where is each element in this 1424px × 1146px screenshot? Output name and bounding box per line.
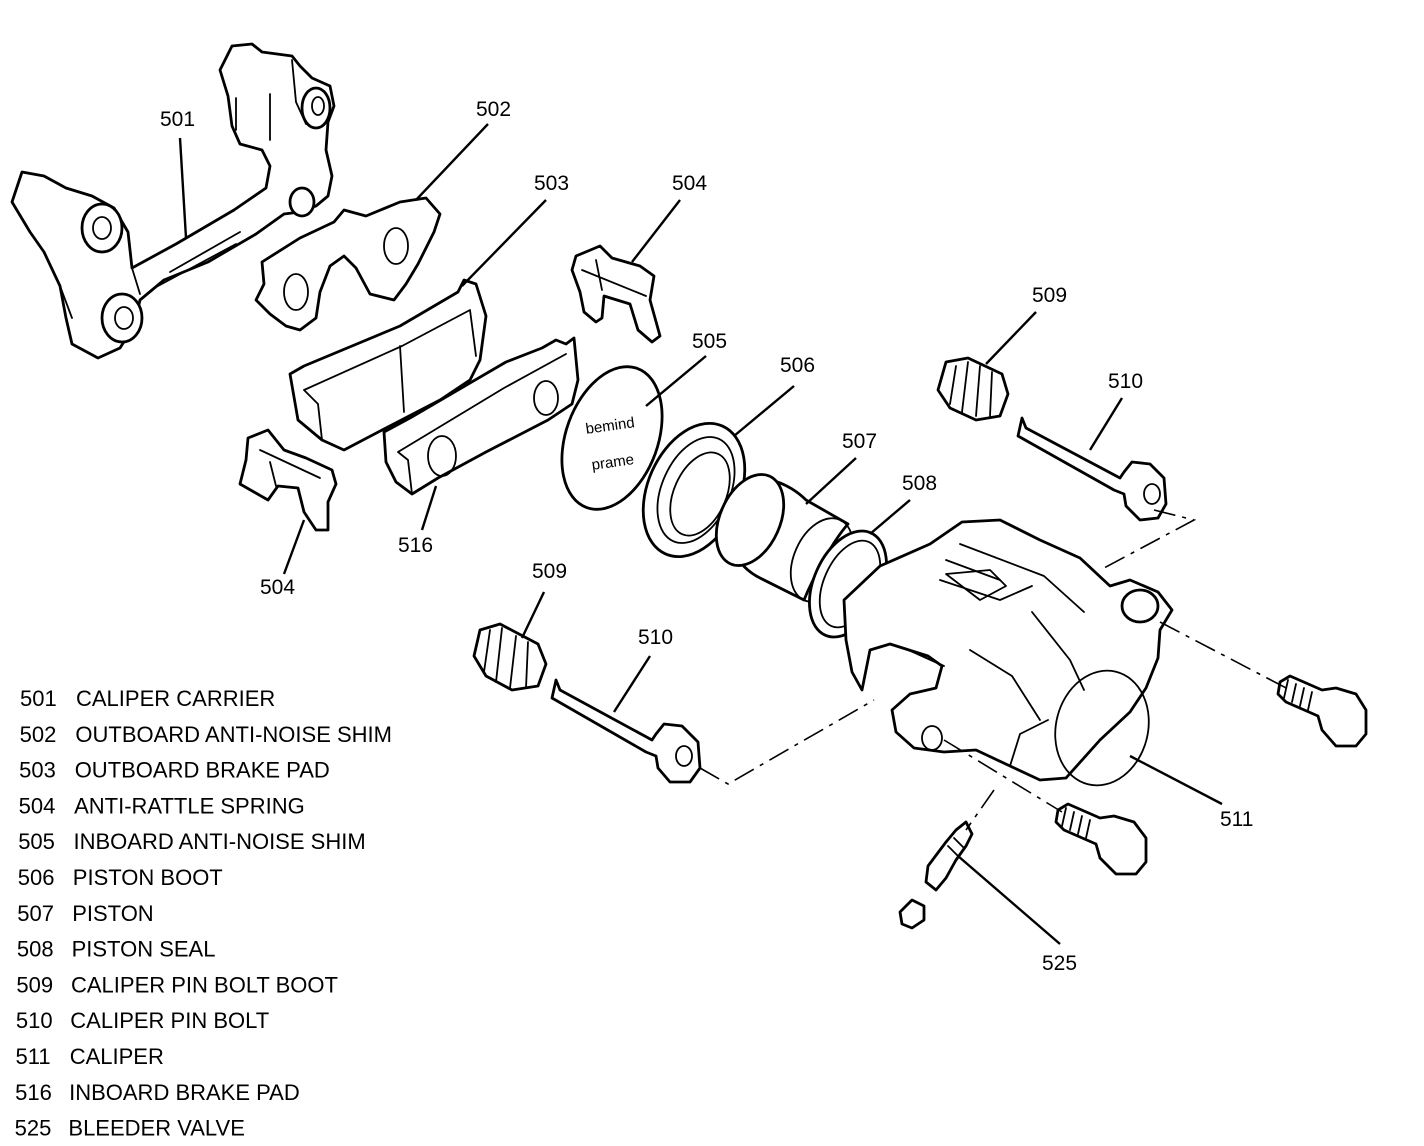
legend-number: 501 (20, 686, 57, 711)
callout-510-lower: 510 (638, 626, 673, 649)
legend-part-name: PISTON BOOT (73, 865, 223, 890)
caliper-part (842, 518, 1174, 787)
leader-line (957, 855, 1061, 945)
legend-part-name: CALIPER PIN BOLT (70, 1008, 269, 1033)
leader-line (1088, 397, 1124, 451)
outboard-brake-pad-part (288, 278, 488, 452)
callout-503: 503 (534, 172, 569, 195)
legend-part-name: CALIPER (70, 1044, 164, 1069)
leader-line (415, 123, 489, 201)
centerline-bleeder (965, 789, 995, 831)
leader-line (733, 385, 795, 437)
callout-504-upper: 504 (672, 172, 707, 195)
callout-510-upper: 510 (1108, 370, 1143, 393)
leader-line (1129, 754, 1223, 806)
callout-508: 508 (902, 472, 937, 495)
legend-part-name: CALIPER PIN BOLT BOOT (71, 972, 338, 997)
legend-number: 525 (15, 1116, 52, 1141)
caliper-carrier-part (10, 42, 336, 360)
shim-text-bottom: prame (591, 451, 635, 474)
bleeder-valve-part (898, 820, 974, 930)
legend-number: 510 (16, 1008, 53, 1033)
callout-501: 501 (160, 108, 195, 131)
inboard-anti-noise-shim-part: bemind prame (560, 365, 664, 511)
leader-line (461, 199, 547, 287)
callout-516: 516 (398, 534, 433, 557)
legend-part-name: PISTON (72, 901, 154, 926)
callout-511: 511 (1220, 808, 1253, 831)
legend-number: 516 (15, 1080, 52, 1105)
legend-number: 504 (19, 793, 56, 818)
callout-506: 506 (780, 354, 815, 377)
leader-line (178, 137, 188, 239)
mounting-bolt-upper-part (1276, 674, 1368, 748)
leader-line (869, 499, 911, 535)
legend-number: 509 (16, 972, 53, 997)
legend-number: 511 (16, 1044, 51, 1069)
leader-line (420, 485, 438, 531)
legend-number: 508 (17, 937, 54, 962)
callout-502: 502 (476, 98, 511, 121)
legend-part-name: OUTBOARD ANTI-NOISE SHIM (75, 722, 392, 747)
caliper-pin-bolt-boot-upper-part (936, 356, 1010, 422)
leader-line (985, 311, 1037, 365)
anti-rattle-spring-lower-part (238, 428, 338, 532)
centerline-lower-bolt (943, 739, 1063, 813)
leader-line (520, 591, 546, 639)
caliper-pin-bolt-boot-lower-part (472, 622, 548, 692)
leader-line (612, 655, 652, 713)
legend-number: 507 (17, 901, 54, 926)
callout-505: 505 (692, 330, 727, 353)
legend-number: 503 (19, 758, 56, 783)
legend-number: 505 (18, 829, 55, 854)
inboard-brake-pad-part (382, 336, 580, 496)
callout-525: 525 (1042, 952, 1077, 975)
centerline-upper (1103, 509, 1197, 569)
callout-504-lower: 504 (260, 576, 295, 599)
legend-part-name: PISTON SEAL (72, 937, 216, 962)
parts-legend: 501 CALIPER CARRIER 502 OUTBOARD ANTI-NOISE… (15, 686, 392, 1141)
mounting-bolt-lower-part (1054, 802, 1148, 876)
centerline-lower (699, 699, 875, 785)
legend-part-name: BLEEDER VALVE (68, 1116, 244, 1141)
centerline-upper-bolt (1159, 621, 1291, 691)
callout-507: 507 (842, 430, 877, 453)
leader-line (805, 457, 857, 505)
legend-part-name: CALIPER CARRIER (76, 686, 275, 711)
leader-line (645, 355, 707, 407)
caliper-pin-bolt-upper-part (1016, 416, 1168, 522)
anti-rattle-spring-upper-part (570, 244, 662, 344)
legend-part-name: ANTI-RATTLE SPRING (74, 793, 305, 818)
callout-509-upper: 509 (1032, 284, 1067, 307)
legend-part-name: INBOARD BRAKE PAD (69, 1080, 300, 1105)
legend-number: 502 (20, 722, 57, 747)
legend-part-name: OUTBOARD BRAKE PAD (75, 758, 330, 783)
callout-509-lower: 509 (532, 560, 567, 583)
leader-line (631, 199, 681, 263)
leader-line (282, 519, 306, 575)
legend-number: 506 (18, 865, 55, 890)
shim-text-top: bemind (585, 414, 636, 438)
legend-part-name: INBOARD ANTI-NOISE SHIM (74, 829, 366, 854)
outboard-anti-noise-shim-part (254, 196, 442, 332)
